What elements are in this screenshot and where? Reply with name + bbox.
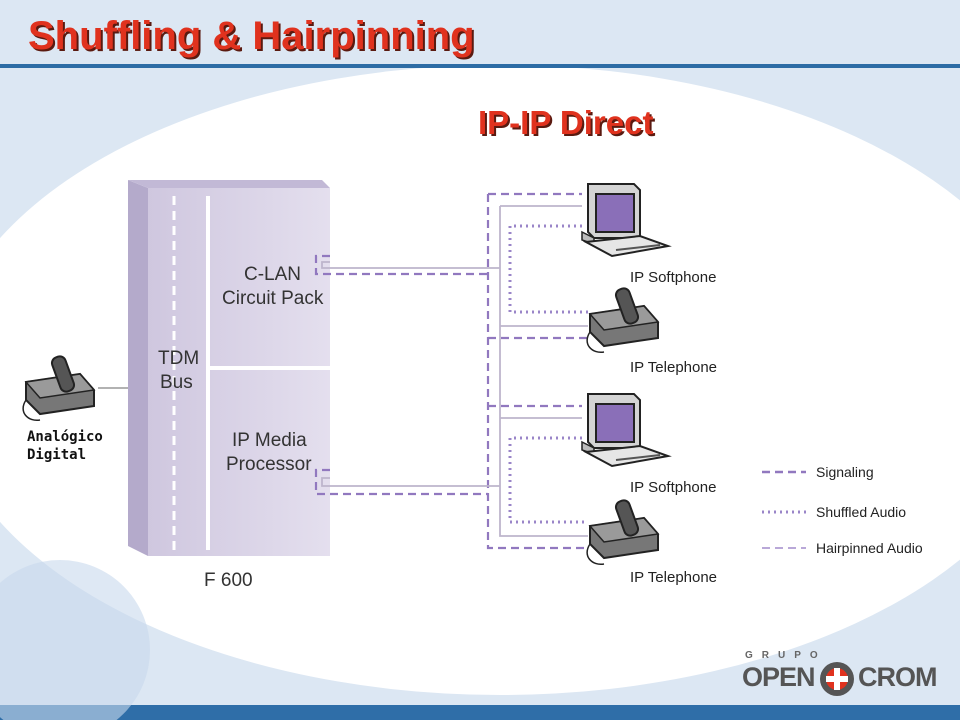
- tdm-bus-label-line2: Bus: [160, 372, 193, 393]
- legend-label-shuffled: Shuffled Audio: [816, 504, 906, 520]
- phone-icon: [586, 287, 660, 353]
- clan-label-line2: Circuit Pack: [222, 288, 324, 309]
- device-1-label: IP Softphone: [630, 269, 716, 286]
- media-processor-label-line2: Processor: [226, 454, 312, 475]
- hairpinned-audio-lines: [321, 205, 588, 537]
- logo-open-text: OPEN: [742, 662, 816, 692]
- legend-label-hairpinned: Hairpinned Audio: [816, 540, 923, 556]
- analog-label-line2: Digital: [27, 447, 87, 463]
- logo-group-text: GRUPO: [745, 650, 827, 661]
- logo-crom-text: CROM: [858, 662, 937, 692]
- analog-label-line1: Analógico: [27, 429, 103, 445]
- slide-subtitle: IP-IP Direct: [478, 104, 654, 141]
- computer-icon: [581, 183, 672, 258]
- tdm-bus-label-line1: TDM: [158, 348, 199, 369]
- device-3-label: IP Softphone: [630, 479, 716, 496]
- device-4-label: IP Telephone: [630, 569, 717, 586]
- analog-phone-label: Analógico Digital: [27, 428, 103, 464]
- shuffled-audio-lines: [508, 224, 588, 524]
- legend-label-signaling: Signaling: [816, 464, 874, 480]
- signaling-lines: [314, 192, 588, 550]
- slide-title: Shuffling & Hairpinning: [28, 14, 475, 58]
- device-2-label: IP Telephone: [630, 359, 717, 376]
- phone-icon: [586, 499, 660, 565]
- legend: Signaling Shuffled Audio Hairpinned Audi…: [762, 464, 923, 556]
- phone-icon: [22, 355, 96, 421]
- pbx-cabinet: [128, 180, 330, 556]
- computer-icon: [581, 393, 672, 468]
- logo-mark-icon: [820, 662, 854, 696]
- pbx-model-label: F 600: [204, 570, 253, 591]
- clan-label-line1: C-LAN: [244, 264, 301, 285]
- media-processor-label-line1: IP Media: [232, 430, 307, 451]
